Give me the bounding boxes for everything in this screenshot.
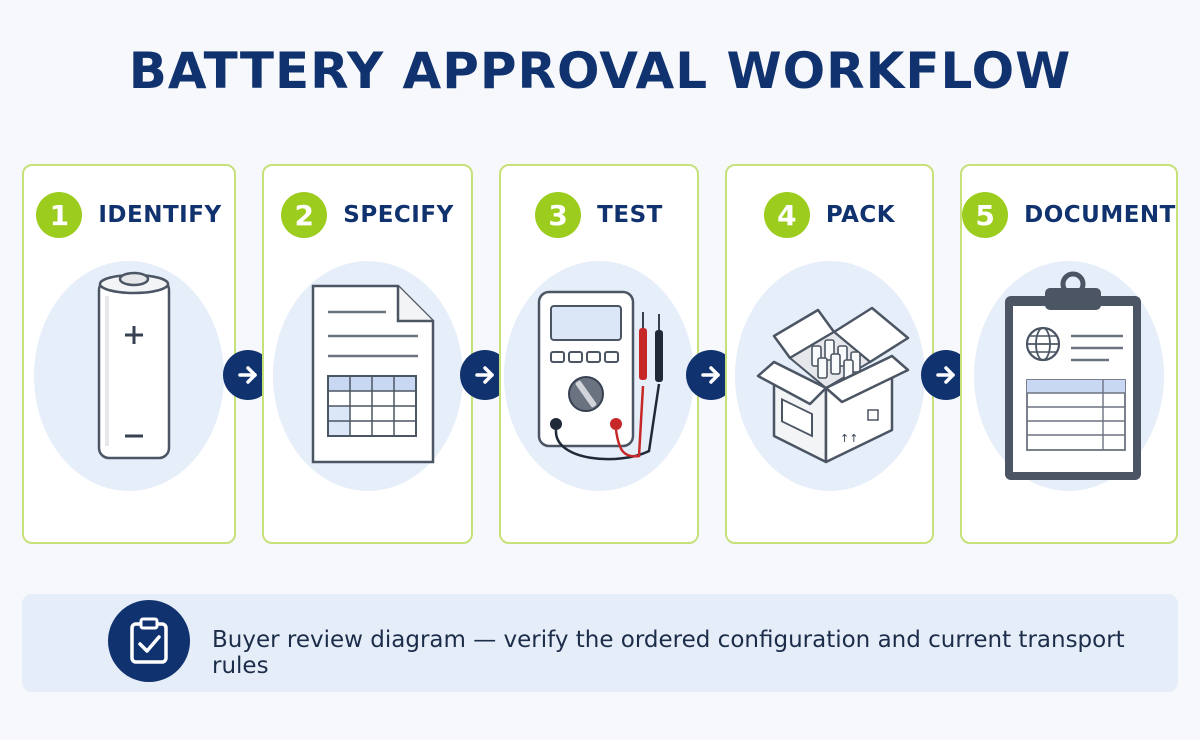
step-card-pack: 4 PACK ↑↑ [725, 164, 934, 544]
step-number-badge: 1 [36, 192, 83, 238]
arrow-right-icon [238, 366, 257, 384]
clipboard-document-icon [1005, 271, 1141, 480]
page-title: BATTERY APPROVAL WORKFLOW [128, 42, 1072, 100]
clipboard-check-icon [130, 617, 168, 664]
step-header: 1 IDENTIFY [24, 192, 234, 238]
step-card-document: 5 DOCUMENT [960, 164, 1178, 544]
step-number-badge: 4 [763, 192, 810, 238]
step-card-test: 3 TEST [499, 164, 699, 544]
svg-text:↑↑: ↑↑ [840, 432, 858, 445]
footer-note-banner: Buyer review diagram — verify the ordere… [22, 594, 1178, 692]
step-card-identify: 1 IDENTIFY [22, 164, 236, 544]
step-label: SPECIFY [343, 202, 454, 228]
multimeter-icon [537, 290, 663, 461]
step-label: TEST [597, 202, 663, 228]
step-label: IDENTIFY [98, 202, 222, 228]
step-label: DOCUMENT [1024, 202, 1176, 228]
battery-cell-icon [97, 271, 171, 460]
step-header: 2 SPECIFY [264, 192, 471, 238]
arrow-right-icon [936, 366, 955, 384]
step-header: 5 DOCUMENT [962, 192, 1176, 238]
footer-text: Buyer review diagram — verify the ordere… [212, 627, 1125, 679]
arrow-right-icon [475, 366, 494, 384]
packaging-box-icon: ↑↑ [756, 306, 909, 464]
arrow-right-icon [701, 366, 720, 384]
step-number-badge: 2 [281, 192, 328, 238]
spec-sheet-icon [311, 284, 434, 464]
step-header: 4 PACK [727, 192, 932, 238]
step-number-badge: 5 [962, 192, 1009, 238]
step-label: PACK [825, 202, 896, 228]
step-header: 3 TEST [501, 192, 697, 238]
footer-icon-badge [108, 600, 190, 682]
step-card-specify: 2 SPECIFY [262, 164, 473, 544]
step-number-badge: 3 [535, 192, 582, 238]
